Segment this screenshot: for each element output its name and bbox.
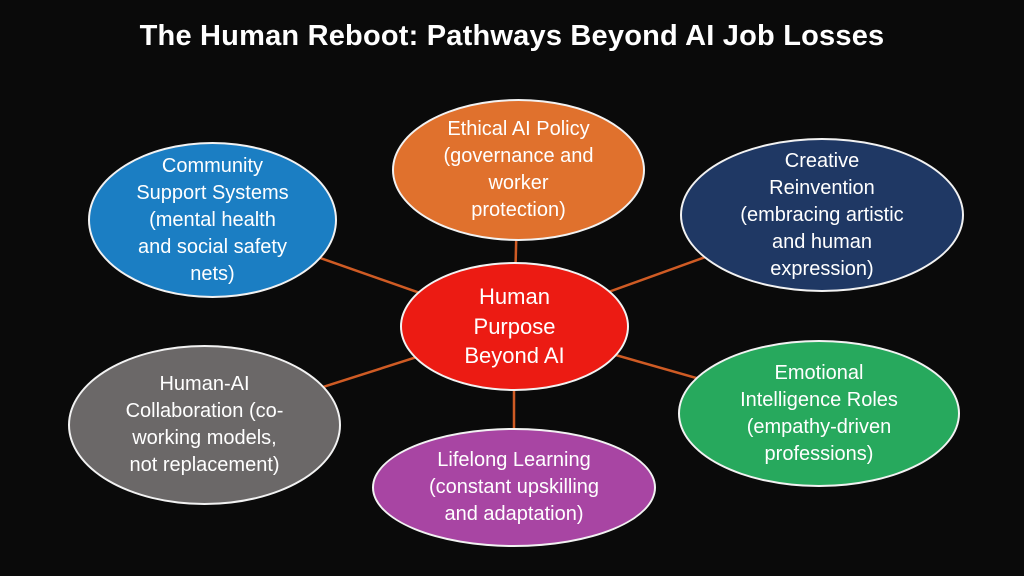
node-label-line: (constant upskilling: [428, 476, 600, 498]
node-lifelong-label: Lifelong Learning (constant upskilling a…: [419, 447, 609, 528]
node-label-line: and social safety: [138, 235, 287, 258]
node-creative-label: Creative Reinvention (embracing artistic…: [730, 148, 913, 283]
node-label-line: (governance and: [443, 145, 594, 167]
node-label-line: Reinvention: [769, 176, 875, 199]
node-label-line: (embracing artistic: [740, 203, 904, 226]
node-label-line: Purpose: [473, 313, 556, 339]
node-label-line: professions): [764, 442, 874, 465]
diagram-title: The Human Reboot: Pathways Beyond AI Job…: [139, 20, 885, 52]
node-human-purpose-beyond-ai: Human Purpose Beyond AI: [400, 262, 629, 391]
node-emotional-intelligence-roles: Emotional Intelligence Roles (empathy-dr…: [678, 340, 960, 487]
node-label-line: Beyond AI: [464, 343, 565, 369]
node-label-line: and adaptation): [444, 503, 584, 525]
node-ethical-label: Ethical AI Policy (governance and worker…: [433, 116, 603, 224]
node-label-line: Ethical AI Policy: [447, 118, 590, 140]
node-label-line: Creative: [784, 149, 860, 172]
node-label-line: Lifelong Learning: [437, 449, 591, 471]
node-center-label: Human Purpose Beyond AI: [454, 282, 574, 371]
node-label-line: working models,: [132, 427, 277, 449]
node-label-line: expression): [770, 257, 874, 280]
node-label-line: Intelligence Roles: [740, 388, 898, 411]
node-label-line: Human: [479, 283, 550, 309]
node-creative-reinvention: Creative Reinvention (embracing artistic…: [680, 138, 964, 292]
node-collaboration-label: Human-AI Collaboration (co- working mode…: [116, 371, 294, 479]
node-label-line: Support Systems: [136, 181, 289, 204]
node-emotional-label: Emotional Intelligence Roles (empathy-dr…: [730, 360, 908, 468]
node-label-line: worker: [488, 172, 549, 194]
node-label-line: Emotional: [774, 361, 864, 384]
node-ethical-ai-policy: Ethical AI Policy (governance and worker…: [392, 99, 645, 241]
node-label-line: nets): [190, 262, 235, 285]
node-label-line: (mental health: [149, 208, 276, 231]
node-lifelong-learning: Lifelong Learning (constant upskilling a…: [372, 428, 656, 547]
node-label-line: Collaboration (co-: [125, 400, 284, 422]
node-label-line: Human-AI: [159, 373, 250, 395]
node-label-line: and human: [771, 230, 873, 253]
node-human-ai-collaboration: Human-AI Collaboration (co- working mode…: [68, 345, 341, 505]
node-label-line: Community: [161, 154, 264, 177]
node-community-label: Community Support Systems (mental health…: [126, 153, 298, 288]
node-label-line: protection): [471, 199, 566, 221]
node-community-support-systems: Community Support Systems (mental health…: [88, 142, 337, 298]
node-label-line: (empathy-driven: [746, 415, 892, 438]
node-label-line: not replacement): [129, 454, 280, 476]
